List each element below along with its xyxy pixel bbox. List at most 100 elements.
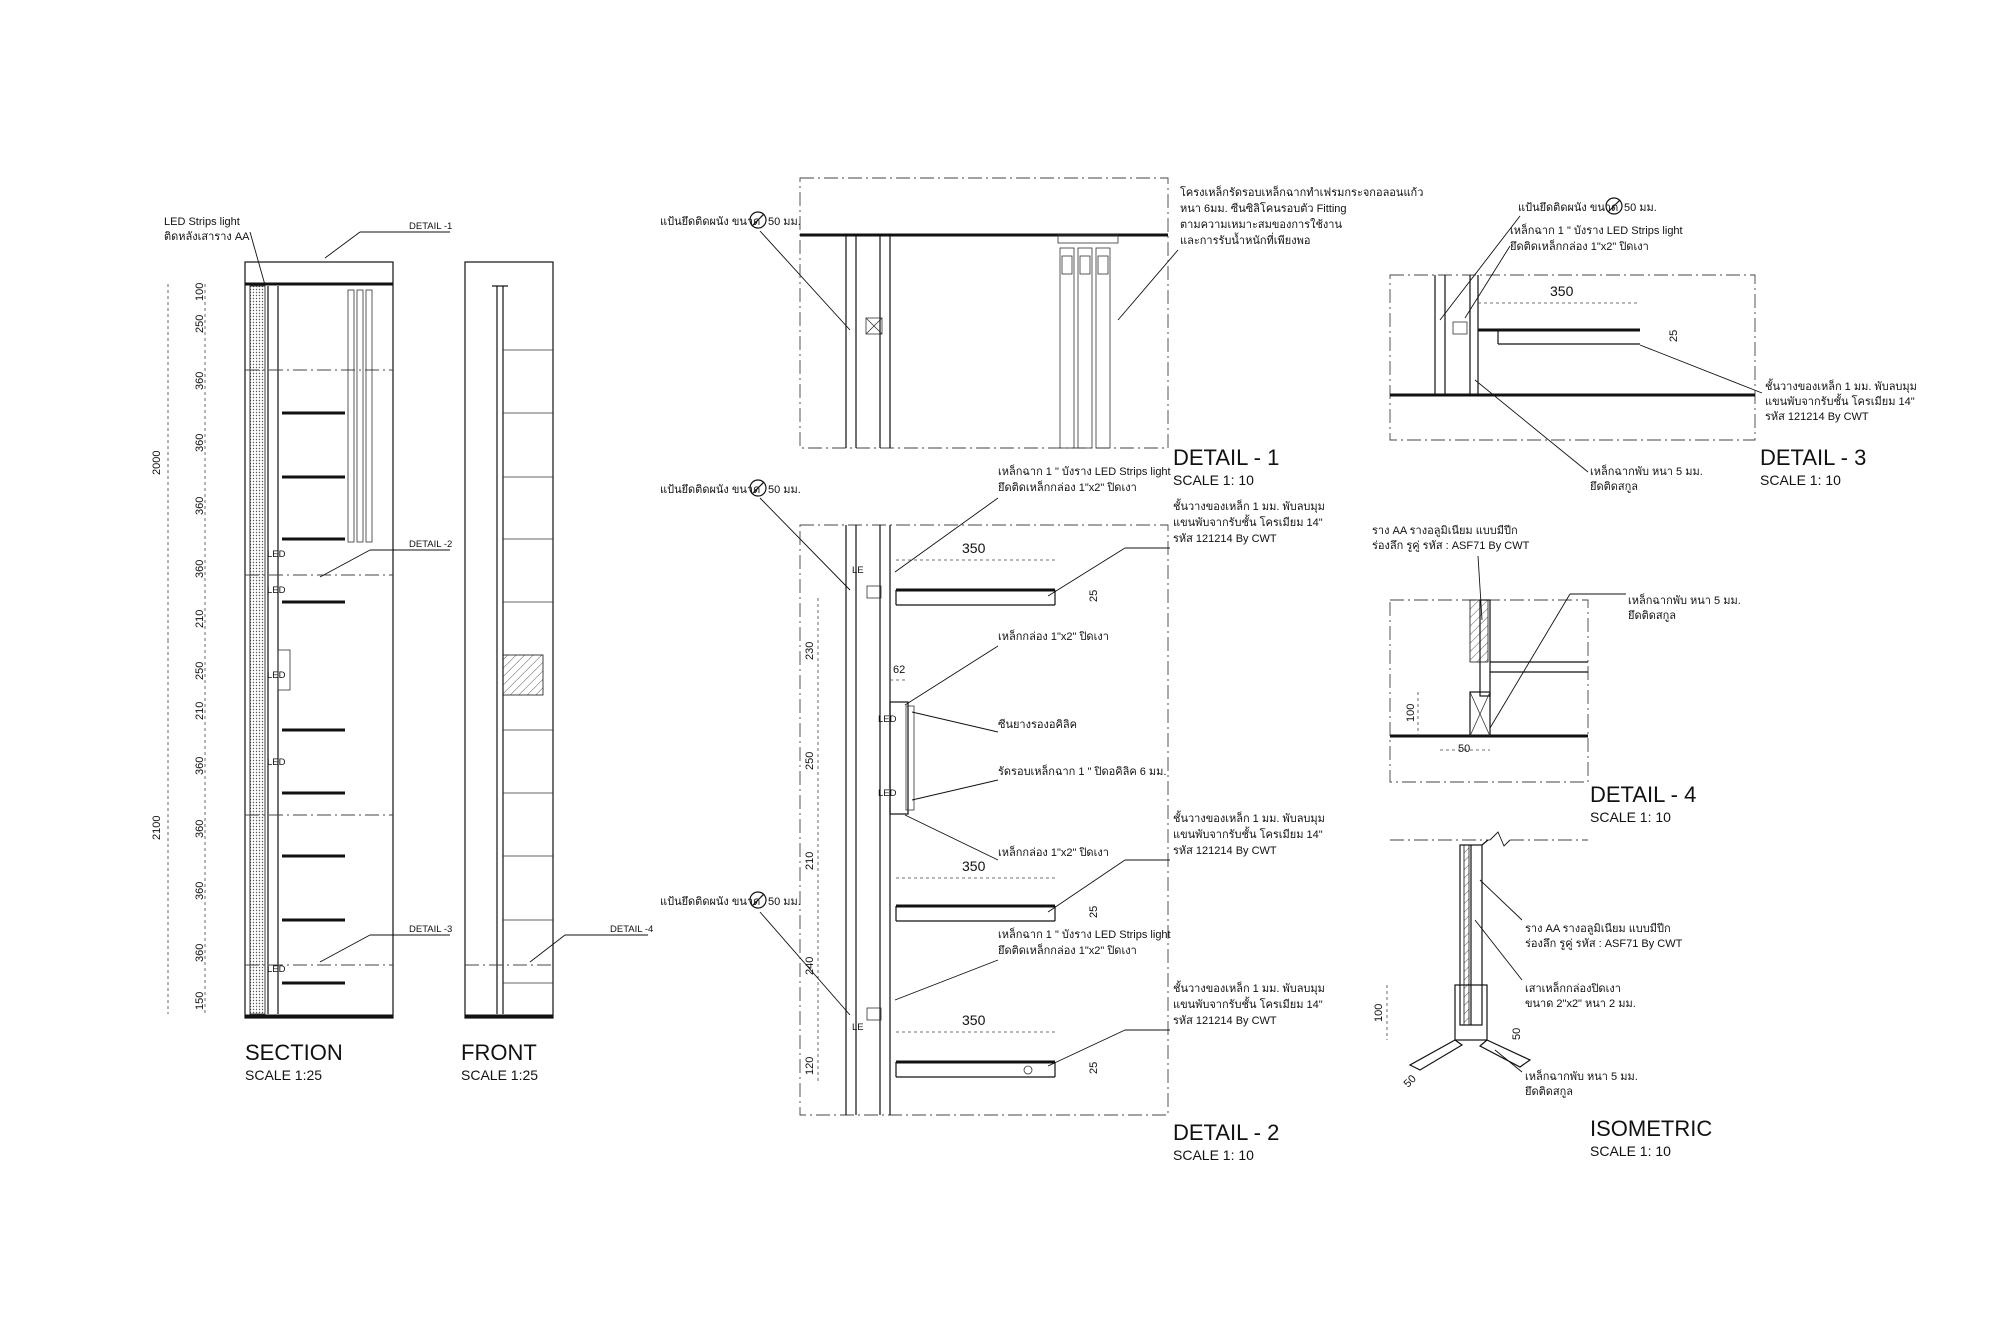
d3-note-shelf-line: แขนพับจากรับชั้น โครเมียม 14" — [1765, 393, 1915, 408]
dim: 360 — [194, 944, 206, 962]
dim-total: 2000 — [151, 451, 163, 475]
front-title: FRONT — [461, 1040, 537, 1065]
d2-note-shelf-line: รหัส 121214 By CWT — [1173, 533, 1277, 545]
iso-note-bent-line: ยึดติดสกูล — [1524, 1086, 1573, 1098]
d3-note-shelf-line: ชั้นวางของเหล็ก 1 มม. พับลบมุม — [1765, 378, 1917, 393]
dim: 250 — [194, 315, 206, 333]
d1-note-frame-line: และการรับน้ำหนักที่เพียงพอ — [1180, 232, 1310, 247]
d2-dim: 350 — [962, 540, 986, 556]
iso-note-post-line: เสาเหล็กกล่องปิดเงา — [1525, 981, 1621, 995]
d4-note-rail-line: ร่องลึก รูคู่ รหัส : ASF71 By CWT — [1372, 540, 1530, 552]
led-strip-subtitle: ติดหลังเสาราง AA — [164, 231, 250, 243]
d2-dim: 25 — [1088, 590, 1100, 602]
d2-note-led-line: ยึดติดเหล็กกล่อง 1"x2" ปิดเงา — [997, 943, 1136, 957]
d2-dim: 62 — [893, 664, 905, 676]
d1-note-frame-line: หนา 6มม. ซีนซิลิโคนรอบตัว Fitting — [1180, 201, 1347, 215]
d2-note-box-2: เหล็กกล่อง 1"x2" ปิดเงา — [998, 845, 1109, 859]
iso-dim: 100 — [1373, 1004, 1385, 1022]
d3-note-led-line: ยึดติดเหล็กกล่อง 1"x2" ปิดเงา — [1509, 239, 1648, 253]
led-tag: LED — [267, 670, 286, 681]
led-tag: LED — [267, 549, 286, 560]
section-view: LED Strips light ติดหลังเสาราง AA LED LE… — [151, 216, 452, 1083]
detail-4-scale: SCALE 1: 10 — [1590, 809, 1671, 825]
d2-note-shelf-line: ชั้นวางของเหล็ก 1 มม. พับลบมุม — [1173, 810, 1325, 825]
detail-4: 100 50 ราง AA รางอลูมิเนียม แบบมีปีก ร่อ… — [1372, 524, 1741, 825]
d3-dim: 350 — [1550, 283, 1574, 299]
dim: 250 — [194, 662, 206, 680]
d2-note-led-line: เหล็กฉาก 1 " บังราง LED Strips light — [998, 464, 1171, 478]
dim: 210 — [194, 702, 206, 720]
section-led-tags: LED LED LED LED LED — [267, 549, 286, 975]
d2-dim-left: 250 — [804, 752, 816, 770]
d2-plate-size: 50 มม. — [768, 896, 801, 908]
dim: 360 — [194, 882, 206, 900]
detail-1: แป้นยึดติดผนัง ขนาด 50 มม. โครงเหล็กรัดร… — [660, 177, 1423, 488]
front-scale: SCALE 1:25 — [461, 1067, 538, 1083]
d3-plate-size: 50 มม. — [1624, 202, 1657, 214]
led-tag: LED — [878, 788, 897, 799]
d4-note-rail-line: ราง AA รางอลูมิเนียม แบบมีปีก — [1372, 524, 1518, 537]
detail-3-title: DETAIL - 3 — [1760, 445, 1866, 470]
led-tag: LED — [267, 964, 286, 975]
d1-note-frame-line: โครงเหล็กรัดรอบเหล็กฉากทำเฟรมกระจกอลอนแก… — [1180, 185, 1423, 199]
dim: 360 — [194, 560, 206, 578]
d2-dim-left: 240 — [804, 957, 816, 975]
d2-dim: 350 — [962, 858, 986, 874]
d3-note-bent-line: เหล็กฉากพับ หนา 5 มม. — [1590, 464, 1703, 478]
dim: 360 — [194, 820, 206, 838]
dim: 360 — [194, 497, 206, 515]
d2-dim-left: 230 — [804, 642, 816, 660]
d3-note-plate: แป้นยึดติดผนัง ขนาด — [1518, 202, 1618, 214]
d3-note-led-line: เหล็กฉาก 1 " บังราง LED Strips light — [1510, 223, 1683, 237]
callout-detail-4: DETAIL -4 — [610, 924, 653, 935]
d2-dim-left: 210 — [804, 852, 816, 870]
d4-dim: 50 — [1458, 743, 1470, 755]
iso-note-rail-line: ร่องลึก รูคู่ รหัส : ASF71 By CWT — [1525, 938, 1683, 950]
detail-2: 350 25 62 350 25 350 25 LE LED LED LE 23… — [660, 464, 1325, 1163]
led-tag: LE — [852, 1022, 864, 1033]
iso-note-post-line: ขนาด 2"x2" หนา 2 มม. — [1525, 998, 1636, 1010]
d2-dim: 25 — [1088, 906, 1100, 918]
led-tag: LED — [267, 757, 286, 768]
d2-note-box: เหล็กกล่อง 1"x2" ปิดเงา — [998, 629, 1109, 643]
iso-dim: 50 — [1402, 1073, 1419, 1090]
iso-note-bent-line: เหล็กฉากพับ หนา 5 มม. — [1525, 1069, 1638, 1083]
d4-note-bent-line: ยึดติดสกูล — [1627, 610, 1676, 622]
d2-note-plate-2: แป้นยึดติดผนัง ขนาด — [660, 896, 760, 908]
d2-note-rubber: ซีนยางรองอคิลิค — [998, 718, 1077, 731]
isometric-scale: SCALE 1: 10 — [1590, 1143, 1671, 1159]
dim: 360 — [194, 757, 206, 775]
detail-3-scale: SCALE 1: 10 — [1760, 472, 1841, 488]
d2-dim-left: 120 — [804, 1057, 816, 1075]
d2-note-shelf-line: แขนพับจากรับชั้น โครเมียม 14" — [1173, 514, 1323, 529]
isometric: 100 50 50 ราง AA รางอลูมิเนียม แบบมีปีก … — [1373, 831, 1712, 1159]
led-tag: LED — [267, 585, 286, 596]
iso-dim: 50 — [1511, 1028, 1523, 1040]
d3-note-shelf-line: รหัส 121214 By CWT — [1765, 411, 1869, 423]
dim: 360 — [194, 372, 206, 390]
iso-note-rail-line: ราง AA รางอลูมิเนียม แบบมีปีก — [1525, 922, 1671, 935]
d3-note-bent-line: ยึดติดสกูล — [1589, 481, 1638, 493]
dim: 210 — [194, 610, 206, 628]
d2-note-shelf-line: รหัส 121214 By CWT — [1173, 1015, 1277, 1027]
d2-note-shelf-line: ชั้นวางของเหล็ก 1 มม. พับลบมุม — [1173, 980, 1325, 995]
d2-note-shelf-line: แขนพับจากรับชั้น โครเมียม 14" — [1173, 996, 1323, 1011]
dim-total: 2100 — [151, 816, 163, 840]
d2-dim: 25 — [1088, 1062, 1100, 1074]
d1-plate-size: 50 มม. — [768, 216, 801, 228]
led-tag: LED — [878, 714, 897, 725]
d2-dim: 350 — [962, 1012, 986, 1028]
d2-note-led-line: เหล็กฉาก 1 " บังราง LED Strips light — [998, 927, 1171, 941]
dim: 360 — [194, 434, 206, 452]
d2-note-shelf-line: แขนพับจากรับชั้น โครเมียม 14" — [1173, 826, 1323, 841]
callout-detail-2: DETAIL -2 — [409, 539, 452, 550]
d2-note-acrylic: รัดรอบเหล็กฉาก 1 " ปิดอคิลิค 6 มม. — [998, 764, 1166, 778]
section-dims: 2000 2100 100 250 360 360 360 360 210 25… — [151, 283, 206, 1010]
led-tag: LE — [852, 565, 864, 576]
d2-note-shelf-line: ชั้นวางของเหล็ก 1 มม. พับลบมุม — [1173, 498, 1325, 513]
detail-2-title: DETAIL - 2 — [1173, 1120, 1279, 1145]
detail-3: 350 25 แป้นยึดติดผนัง ขนาด 50 มม. เหล็กฉ… — [1389, 197, 1917, 493]
section-title: SECTION — [245, 1040, 343, 1065]
led-strip-title: LED Strips light — [164, 216, 240, 228]
